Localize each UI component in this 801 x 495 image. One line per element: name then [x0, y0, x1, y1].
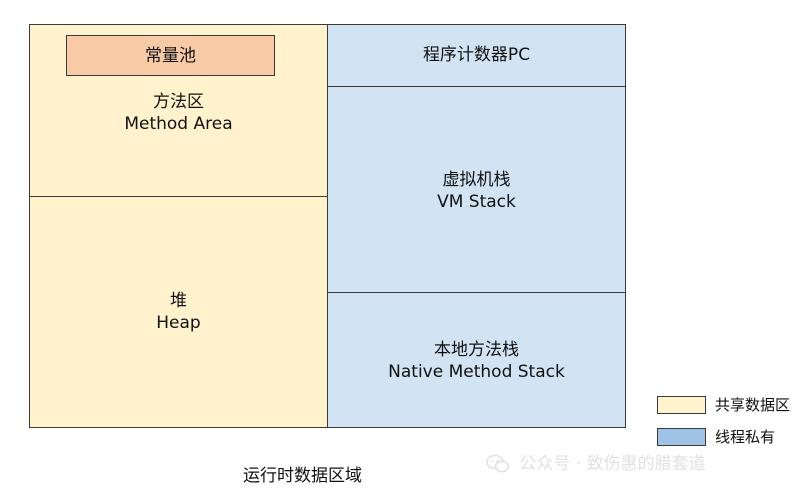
diagram-caption: 运行时数据区域 — [243, 466, 362, 486]
native-stack-label-cn: 本地方法栈 — [434, 340, 519, 360]
native-method-stack: 本地方法栈 Native Method Stack — [327, 292, 626, 428]
vm-stack-label-en: VM Stack — [437, 192, 516, 212]
watermark-text: 公众号 · 致伤惠的腊套道 — [519, 454, 706, 474]
legend-private-swatch — [657, 428, 706, 446]
wechat-icon — [486, 454, 510, 473]
heap-label-en: Heap — [156, 313, 201, 333]
legend-shared-label: 共享数据区 — [715, 396, 791, 414]
heap-label-cn: 堆 — [170, 291, 187, 311]
vm-stack: 虚拟机栈 VM Stack — [327, 86, 626, 293]
heap: 堆 Heap — [29, 196, 328, 428]
watermark: 公众号 · 致伤惠的腊套道 — [486, 451, 706, 477]
legend-private-label: 线程私有 — [715, 428, 776, 446]
constant-pool-label: 常量池 — [145, 46, 196, 66]
method-area-label-cn: 方法区 — [153, 92, 204, 112]
vm-stack-label-cn: 虚拟机栈 — [442, 170, 511, 190]
constant-pool: 常量池 — [66, 35, 275, 76]
native-stack-label-en: Native Method Stack — [388, 362, 565, 382]
legend-shared-swatch — [657, 396, 706, 414]
method-area-label-en: Method Area — [124, 114, 233, 134]
pc-register: 程序计数器PC — [327, 24, 626, 87]
pc-register-label: 程序计数器PC — [422, 45, 531, 65]
